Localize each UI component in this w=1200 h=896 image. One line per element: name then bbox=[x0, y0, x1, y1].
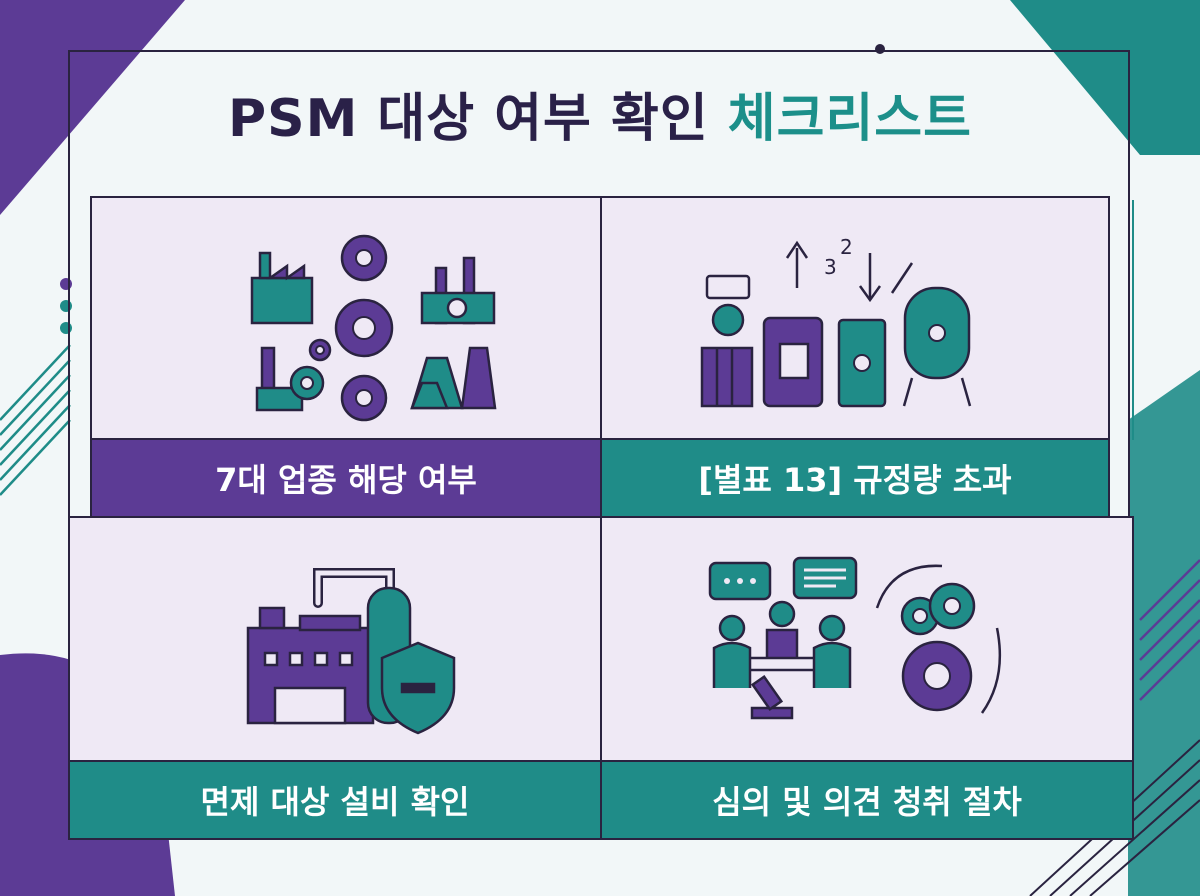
chemical-quantity-icon: 3 2 bbox=[700, 235, 972, 408]
card-exemption: 면제 대상 설비 확인 bbox=[68, 516, 602, 840]
card-review: 심의 및 의견 청취 절차 bbox=[600, 516, 1134, 840]
title-part1: PSM 대상 여부 확인 bbox=[228, 89, 709, 149]
card-exemption-label: 면제 대상 설비 확인 bbox=[70, 760, 600, 838]
svg-text:3: 3 bbox=[824, 255, 837, 279]
svg-text:2: 2 bbox=[840, 235, 853, 259]
meeting-process-icon bbox=[708, 556, 1002, 720]
title-part2: 체크리스트 bbox=[727, 89, 972, 149]
card-quantity-label: [별표 13] 규정량 초과 bbox=[602, 438, 1108, 516]
facility-shield-icon bbox=[246, 568, 456, 735]
page-title: PSM 대상 여부 확인 체크리스트 bbox=[0, 76, 1200, 149]
card-industry: 7대 업종 해당 여부 bbox=[90, 196, 602, 518]
card-quantity: 3 2 [별표 13] 규정량 초과 bbox=[600, 196, 1110, 518]
card-review-label: 심의 및 의견 청취 절차 bbox=[602, 760, 1132, 838]
card-industry-label: 7대 업종 해당 여부 bbox=[92, 438, 600, 516]
industry-gears-icon bbox=[250, 234, 497, 422]
